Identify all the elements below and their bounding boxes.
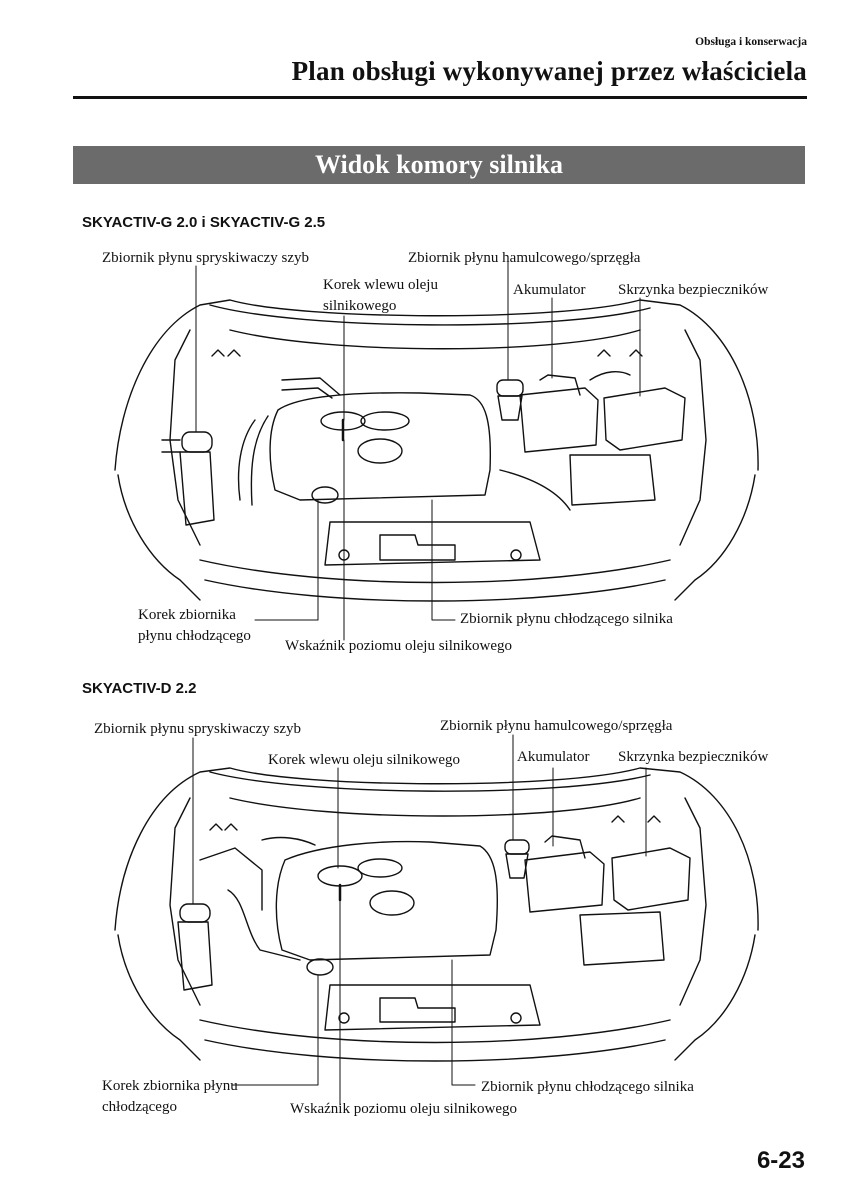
engine-bay-illustration-1 <box>114 299 759 602</box>
label-brake-reservoir: Zbiornik płynu hamulcowego/sprzęgła <box>408 250 641 266</box>
engine-bay-illustration-2 <box>114 767 759 1062</box>
diagram1-heading: SKYACTIV-G 2.0 i SKYACTIV-G 2.5 <box>82 214 326 231</box>
label-coolant-cap-line1: Korek zbiornika <box>138 607 236 623</box>
label-coolant-cap-2-line2: chłodzącego <box>102 1099 177 1115</box>
section-banner: Widok komory silnika <box>73 146 805 184</box>
label-oil-filler-cap-line2: silnikowego <box>323 298 397 314</box>
label-oil-filler-cap-line1: Korek wlewu oleju <box>323 277 438 293</box>
section-label: Obsługa i konserwacja <box>695 36 807 48</box>
label-battery: Akumulator <box>513 282 586 298</box>
header-rule <box>73 96 807 99</box>
label-washer-tank-2: Zbiornik płynu spryskiwaczy szyb <box>94 721 302 737</box>
label-oil-filler-cap-2: Korek wlewu oleju silnikowego <box>268 752 461 768</box>
page-title: Plan obsługi wykonywanej przez właścicie… <box>291 56 807 86</box>
label-fuse-box: Skrzynka bezpieczników <box>618 282 769 298</box>
label-coolant-reservoir: Zbiornik płynu chłodzącego silnika <box>460 611 673 627</box>
label-washer-tank: Zbiornik płynu spryskiwaczy szyb <box>102 250 310 266</box>
page-number: 6-23 <box>756 1147 805 1174</box>
label-coolant-reservoir-2: Zbiornik płynu chłodzącego silnika <box>481 1079 694 1095</box>
label-coolant-cap-2-line1: Korek zbiornika płynu <box>102 1078 238 1094</box>
label-coolant-cap-line2: płynu chłodzącego <box>138 628 251 644</box>
label-brake-reservoir-2: Zbiornik płynu hamulcowego/sprzęgła <box>440 718 673 734</box>
label-oil-dipstick-2: Wskaźnik poziomu oleju silnikowego <box>290 1101 518 1117</box>
label-fuse-box-2: Skrzynka bezpieczników <box>618 749 769 765</box>
diagram2-heading: SKYACTIV-D 2.2 <box>82 680 197 697</box>
label-battery-2: Akumulator <box>517 749 590 765</box>
label-oil-dipstick: Wskaźnik poziomu oleju silnikowego <box>285 638 513 654</box>
